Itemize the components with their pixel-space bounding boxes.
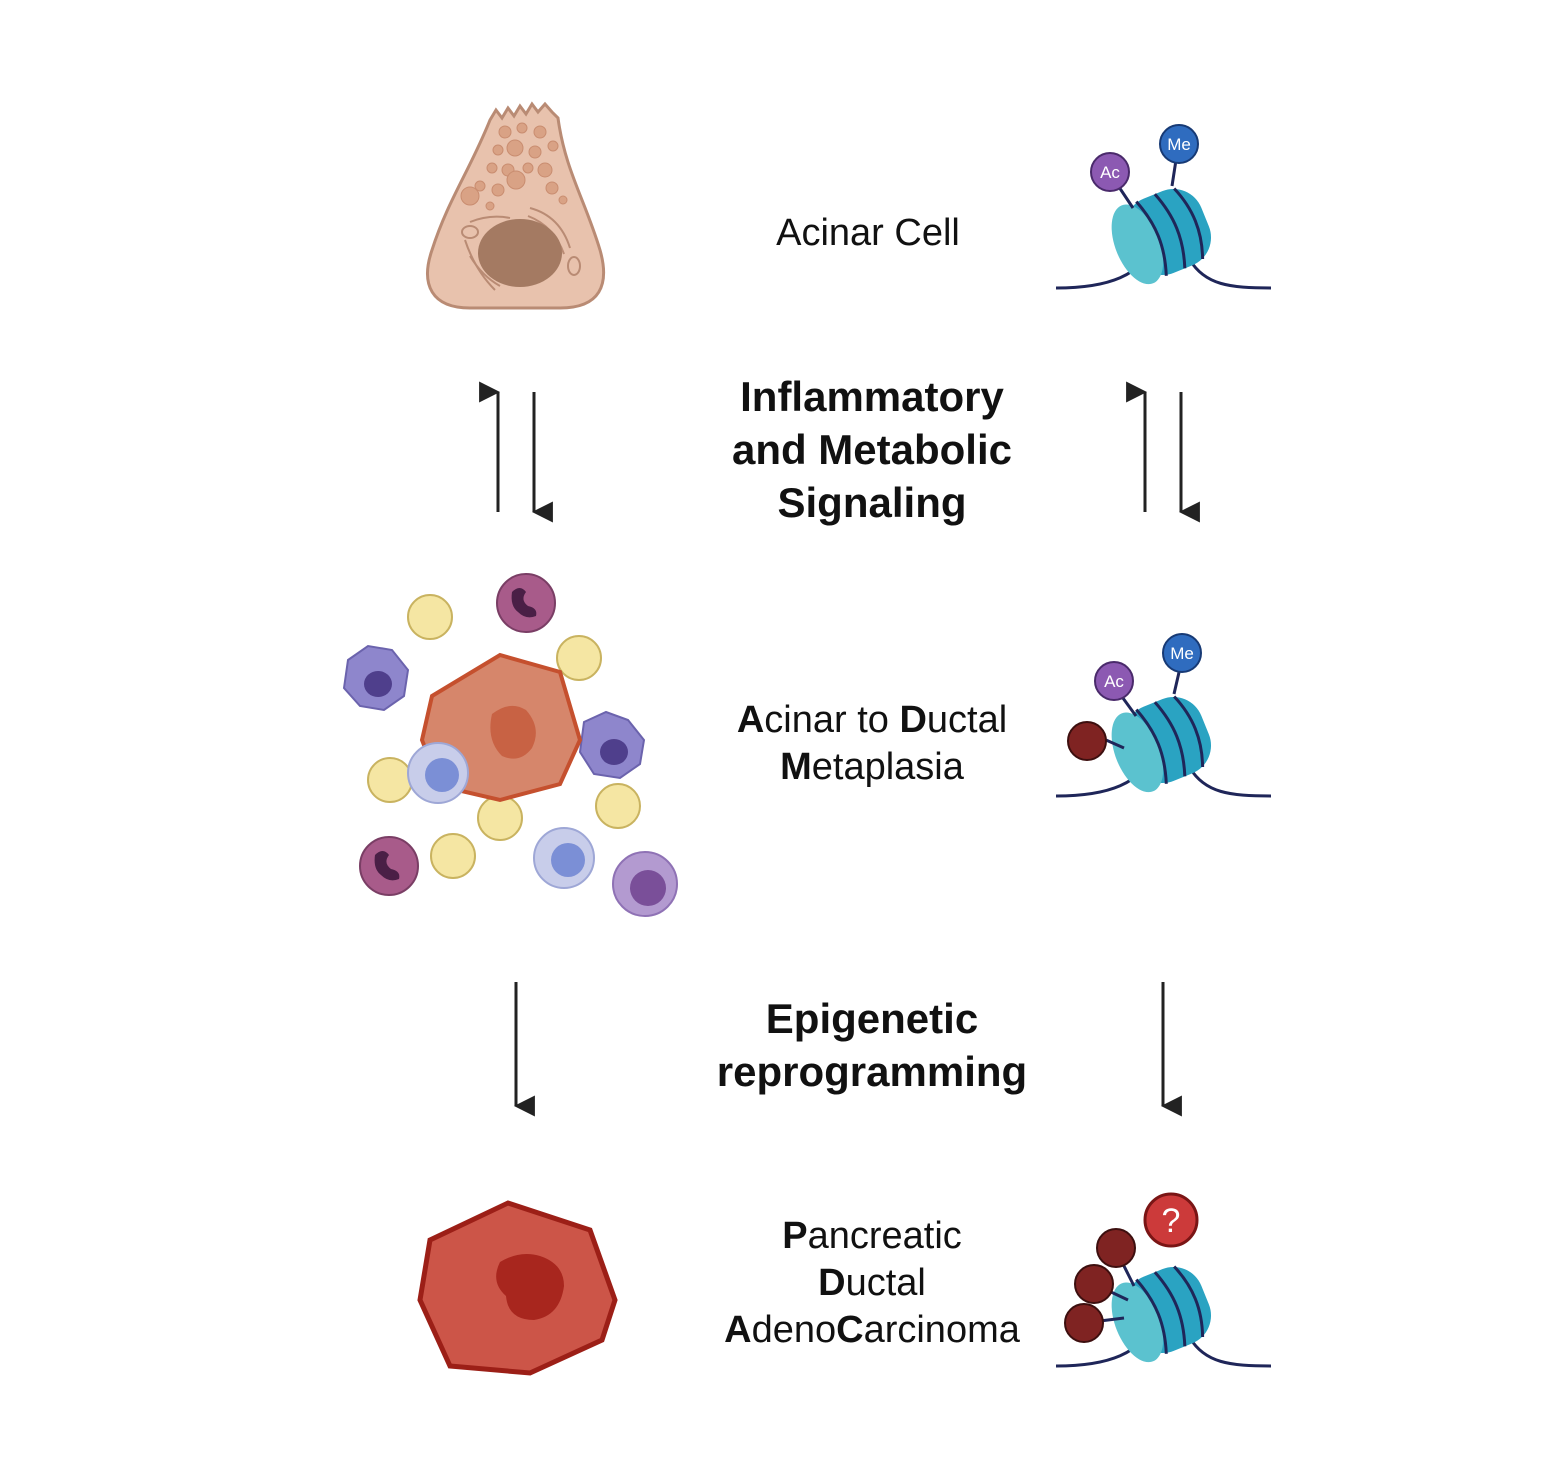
stage-label-acinar-cell: Acinar Cell xyxy=(776,212,960,254)
transition-heading-signaling: Inflammatory and Metabolic Signaling xyxy=(640,370,1104,529)
acetyl-mark-icon: Ac xyxy=(1090,152,1130,192)
monocyte-icon xyxy=(612,851,678,917)
nucleosome-acinar-icon: Ac Me xyxy=(1055,124,1272,290)
stage-label-adm: Acinar to Ductal Metaplasia xyxy=(650,697,1094,791)
svg-text:Me: Me xyxy=(1167,135,1191,154)
heading-line: reprogramming xyxy=(716,1048,1028,1095)
adm-cell-cluster-icon xyxy=(342,573,678,917)
svg-text:Ac: Ac xyxy=(1100,163,1120,182)
svg-text:Ac: Ac xyxy=(1104,672,1124,691)
svg-text:Me: Me xyxy=(1170,644,1194,663)
acinar-cell-icon xyxy=(426,101,606,310)
bidirectional-arrow-right xyxy=(1126,381,1200,523)
bidirectional-arrow-left xyxy=(479,381,553,523)
label-line: Pancreatic xyxy=(782,1215,962,1257)
svg-text:?: ? xyxy=(1162,1202,1181,1240)
heading-line: Inflammatory xyxy=(740,373,1004,420)
methyl-mark-icon: Me xyxy=(1162,633,1202,673)
stage-label-pdac: Pancreatic Ductal AdenoCarcinoma xyxy=(650,1213,1094,1354)
macrophage-icon xyxy=(342,644,410,712)
question-mark-icon: ? xyxy=(1143,1192,1199,1248)
unknown-modification-icon xyxy=(1067,721,1107,761)
granulocyte-icon xyxy=(496,573,556,633)
label-line: Acinar to Ductal xyxy=(736,699,1008,741)
nucleosome-adm-icon: Ac Me xyxy=(1055,633,1272,798)
pdac-cell-icon xyxy=(417,1200,618,1376)
macrophage-icon xyxy=(578,710,646,780)
label-line: AdenoCarcinoma xyxy=(724,1309,1020,1351)
lymphocyte-icon xyxy=(533,827,595,889)
acetyl-mark-icon: Ac xyxy=(1094,661,1134,701)
heading-line: Signaling xyxy=(777,479,967,526)
lymphocyte-icon xyxy=(407,742,469,804)
granulocyte-icon xyxy=(359,836,419,896)
heading-line: and Metabolic xyxy=(731,426,1013,473)
nucleosome-pdac-icon: ? xyxy=(1055,1192,1272,1368)
label-line: Metaplasia xyxy=(780,746,964,788)
transition-heading-epigenetic: Epigenetic reprogramming xyxy=(640,992,1104,1098)
heading-line: Epigenetic xyxy=(765,995,979,1042)
label-line: Ductal xyxy=(818,1262,926,1304)
methyl-mark-icon: Me xyxy=(1159,124,1199,164)
